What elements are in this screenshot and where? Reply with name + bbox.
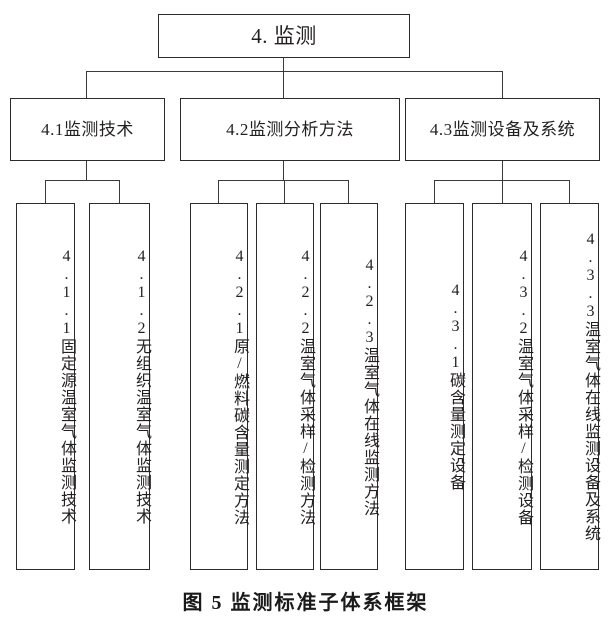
node-4-3-1-label: 4.3.1碳含量测定设备	[447, 282, 464, 491]
connector-bus-4-1	[45, 180, 120, 182]
node-4-1-monitoring-technology[interactable]: 4.1监测技术	[10, 98, 165, 161]
node-4-1-1-label: 4.1.1固定源温室气体监测技术	[58, 248, 75, 525]
node-4-3-equipment-systems[interactable]: 4.3监测设备及系统	[405, 98, 600, 161]
node-4-3-1-carbon-content-equipment[interactable]: 4.3.1碳含量测定设备	[405, 203, 464, 570]
figure-caption: 图 5 监测标准子体系框架	[182, 592, 429, 614]
connector-bus-4-2	[218, 180, 349, 182]
node-4-1-label: 4.1监测技术	[41, 119, 134, 139]
node-4-3-2-label: 4.3.2温室气体采样/检测设备	[515, 247, 532, 526]
connector-drop-4-2	[283, 71, 285, 99]
connector-drop-4-1-1	[45, 180, 47, 204]
node-4-2-1-fuel-carbon-content[interactable]: 4.2.1原/燃料碳含量测定方法	[190, 203, 248, 570]
node-4-3-3-online-monitoring-equipment[interactable]: 4.3.3温室气体在线监测设备及系统	[540, 203, 599, 570]
node-4-2-3-online-monitoring-method[interactable]: 4.2.3温室气体在线监测方法	[320, 203, 378, 570]
node-4-1-2-fugitive-emissions[interactable]: 4.1.2无组织温室气体监测技术	[89, 203, 150, 570]
connector-drop-4-1-2	[119, 180, 121, 204]
connector-drop-4-1	[86, 71, 88, 99]
node-root-monitoring[interactable]: 4. 监测	[158, 14, 410, 58]
connector-drop-4-2-1	[218, 180, 220, 204]
connector-bus-4-3	[434, 180, 569, 182]
node-4-2-label: 4.2监测分析方法	[226, 119, 354, 139]
connector-level2-bus	[86, 71, 503, 73]
node-4-3-label: 4.3监测设备及系统	[429, 119, 576, 139]
node-root-label: 4. 监测	[251, 23, 317, 48]
connector-root-stem	[283, 57, 285, 72]
node-4-1-1-stationary-source[interactable]: 4.1.1固定源温室气体监测技术	[16, 203, 75, 570]
connector-drop-4-3-3	[569, 180, 571, 204]
node-4-2-2-label: 4.2.2温室气体采样/检测方法	[297, 247, 314, 526]
node-4-2-3-label: 4.2.3温室气体在线监测方法	[361, 256, 378, 517]
connector-drop-4-3	[502, 71, 504, 99]
node-4-1-2-label: 4.1.2无组织温室气体监测技术	[133, 248, 150, 525]
node-4-3-3-label: 4.3.3温室气体在线监测设备及系统	[582, 231, 599, 542]
connector-drop-4-2-3	[348, 180, 350, 204]
node-4-2-1-label: 4.2.1原/燃料碳含量测定方法	[231, 247, 248, 526]
connector-stem-4-1	[86, 161, 88, 180]
connector-stem-4-3	[502, 161, 504, 180]
node-4-2-analysis-methods[interactable]: 4.2监测分析方法	[180, 98, 400, 161]
connector-drop-4-3-1	[434, 180, 436, 204]
connector-drop-4-3-2	[502, 180, 504, 204]
connector-drop-4-2-2	[284, 180, 286, 204]
node-4-2-2-sampling-detection-method[interactable]: 4.2.2温室气体采样/检测方法	[256, 203, 314, 570]
node-4-3-2-sampling-detection-equipment[interactable]: 4.3.2温室气体采样/检测设备	[472, 203, 532, 570]
connector-stem-4-2	[283, 161, 285, 180]
